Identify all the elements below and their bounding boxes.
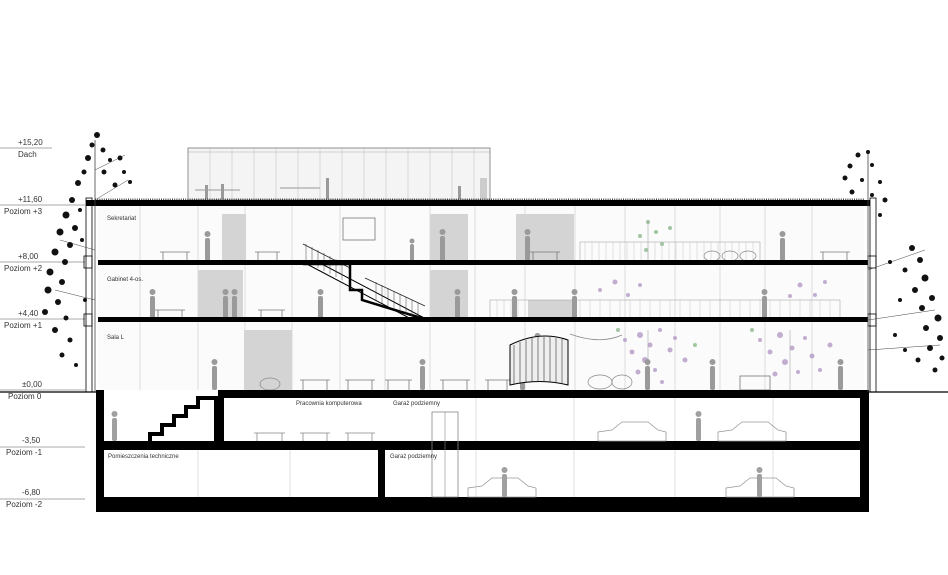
level-value-3: +11,60 (18, 195, 43, 204)
level-value-roof: +15,20 (18, 138, 43, 147)
room-label-garaz-2: Garaż podziemny (390, 454, 437, 460)
basement-furniture (254, 432, 375, 441)
level-name-1: Poziom +1 (4, 321, 43, 330)
level-name-3: Poziom +3 (4, 207, 43, 216)
railing-hatching (496, 242, 831, 320)
level-value-0: ±0,00 (22, 380, 43, 389)
level-name-roof: Dach (18, 150, 37, 159)
rooftop-pavilion (187, 147, 491, 201)
basement-people (111, 411, 763, 497)
level-name-0: Poziom 0 (8, 392, 42, 401)
room-label-gabinet: Gabinet 4-os. (107, 277, 143, 283)
level-value-1: +4,40 (18, 309, 39, 318)
indoor-tree-dots (598, 220, 833, 390)
level-value-minus2: -6,80 (22, 488, 41, 497)
basement-structure (96, 390, 869, 512)
room-labels: Sekretariat Gabinet 4-os. Sala L Pracown… (107, 216, 440, 460)
level-markers: +15,20 Dach +11,60 Poziom +3 +8,00 Pozio… (0, 138, 85, 509)
facade-edges (83, 197, 877, 393)
level-value-minus1: -3,50 (22, 436, 41, 445)
cars (467, 421, 795, 498)
level-name-minus2: Poziom -2 (6, 500, 43, 509)
room-label-garaz-1: Garaż podziemny (393, 401, 440, 407)
tree-left (42, 132, 132, 392)
room-label-pracownia: Pracownia komputerowa (296, 401, 362, 407)
spiral-stair (509, 333, 623, 386)
tree-right (842, 150, 945, 392)
level-value-2: +8,00 (18, 252, 39, 261)
structural-slabs (86, 200, 870, 322)
level-name-2: Poziom +2 (4, 264, 43, 273)
room-label-sekretariat: Sekretariat (107, 216, 136, 222)
room-label-pomieszczenia: Pomieszczenia techniczne (108, 454, 179, 460)
room-label-sala: Sala L (107, 335, 125, 341)
level-name-minus1: Poziom -1 (6, 448, 43, 457)
